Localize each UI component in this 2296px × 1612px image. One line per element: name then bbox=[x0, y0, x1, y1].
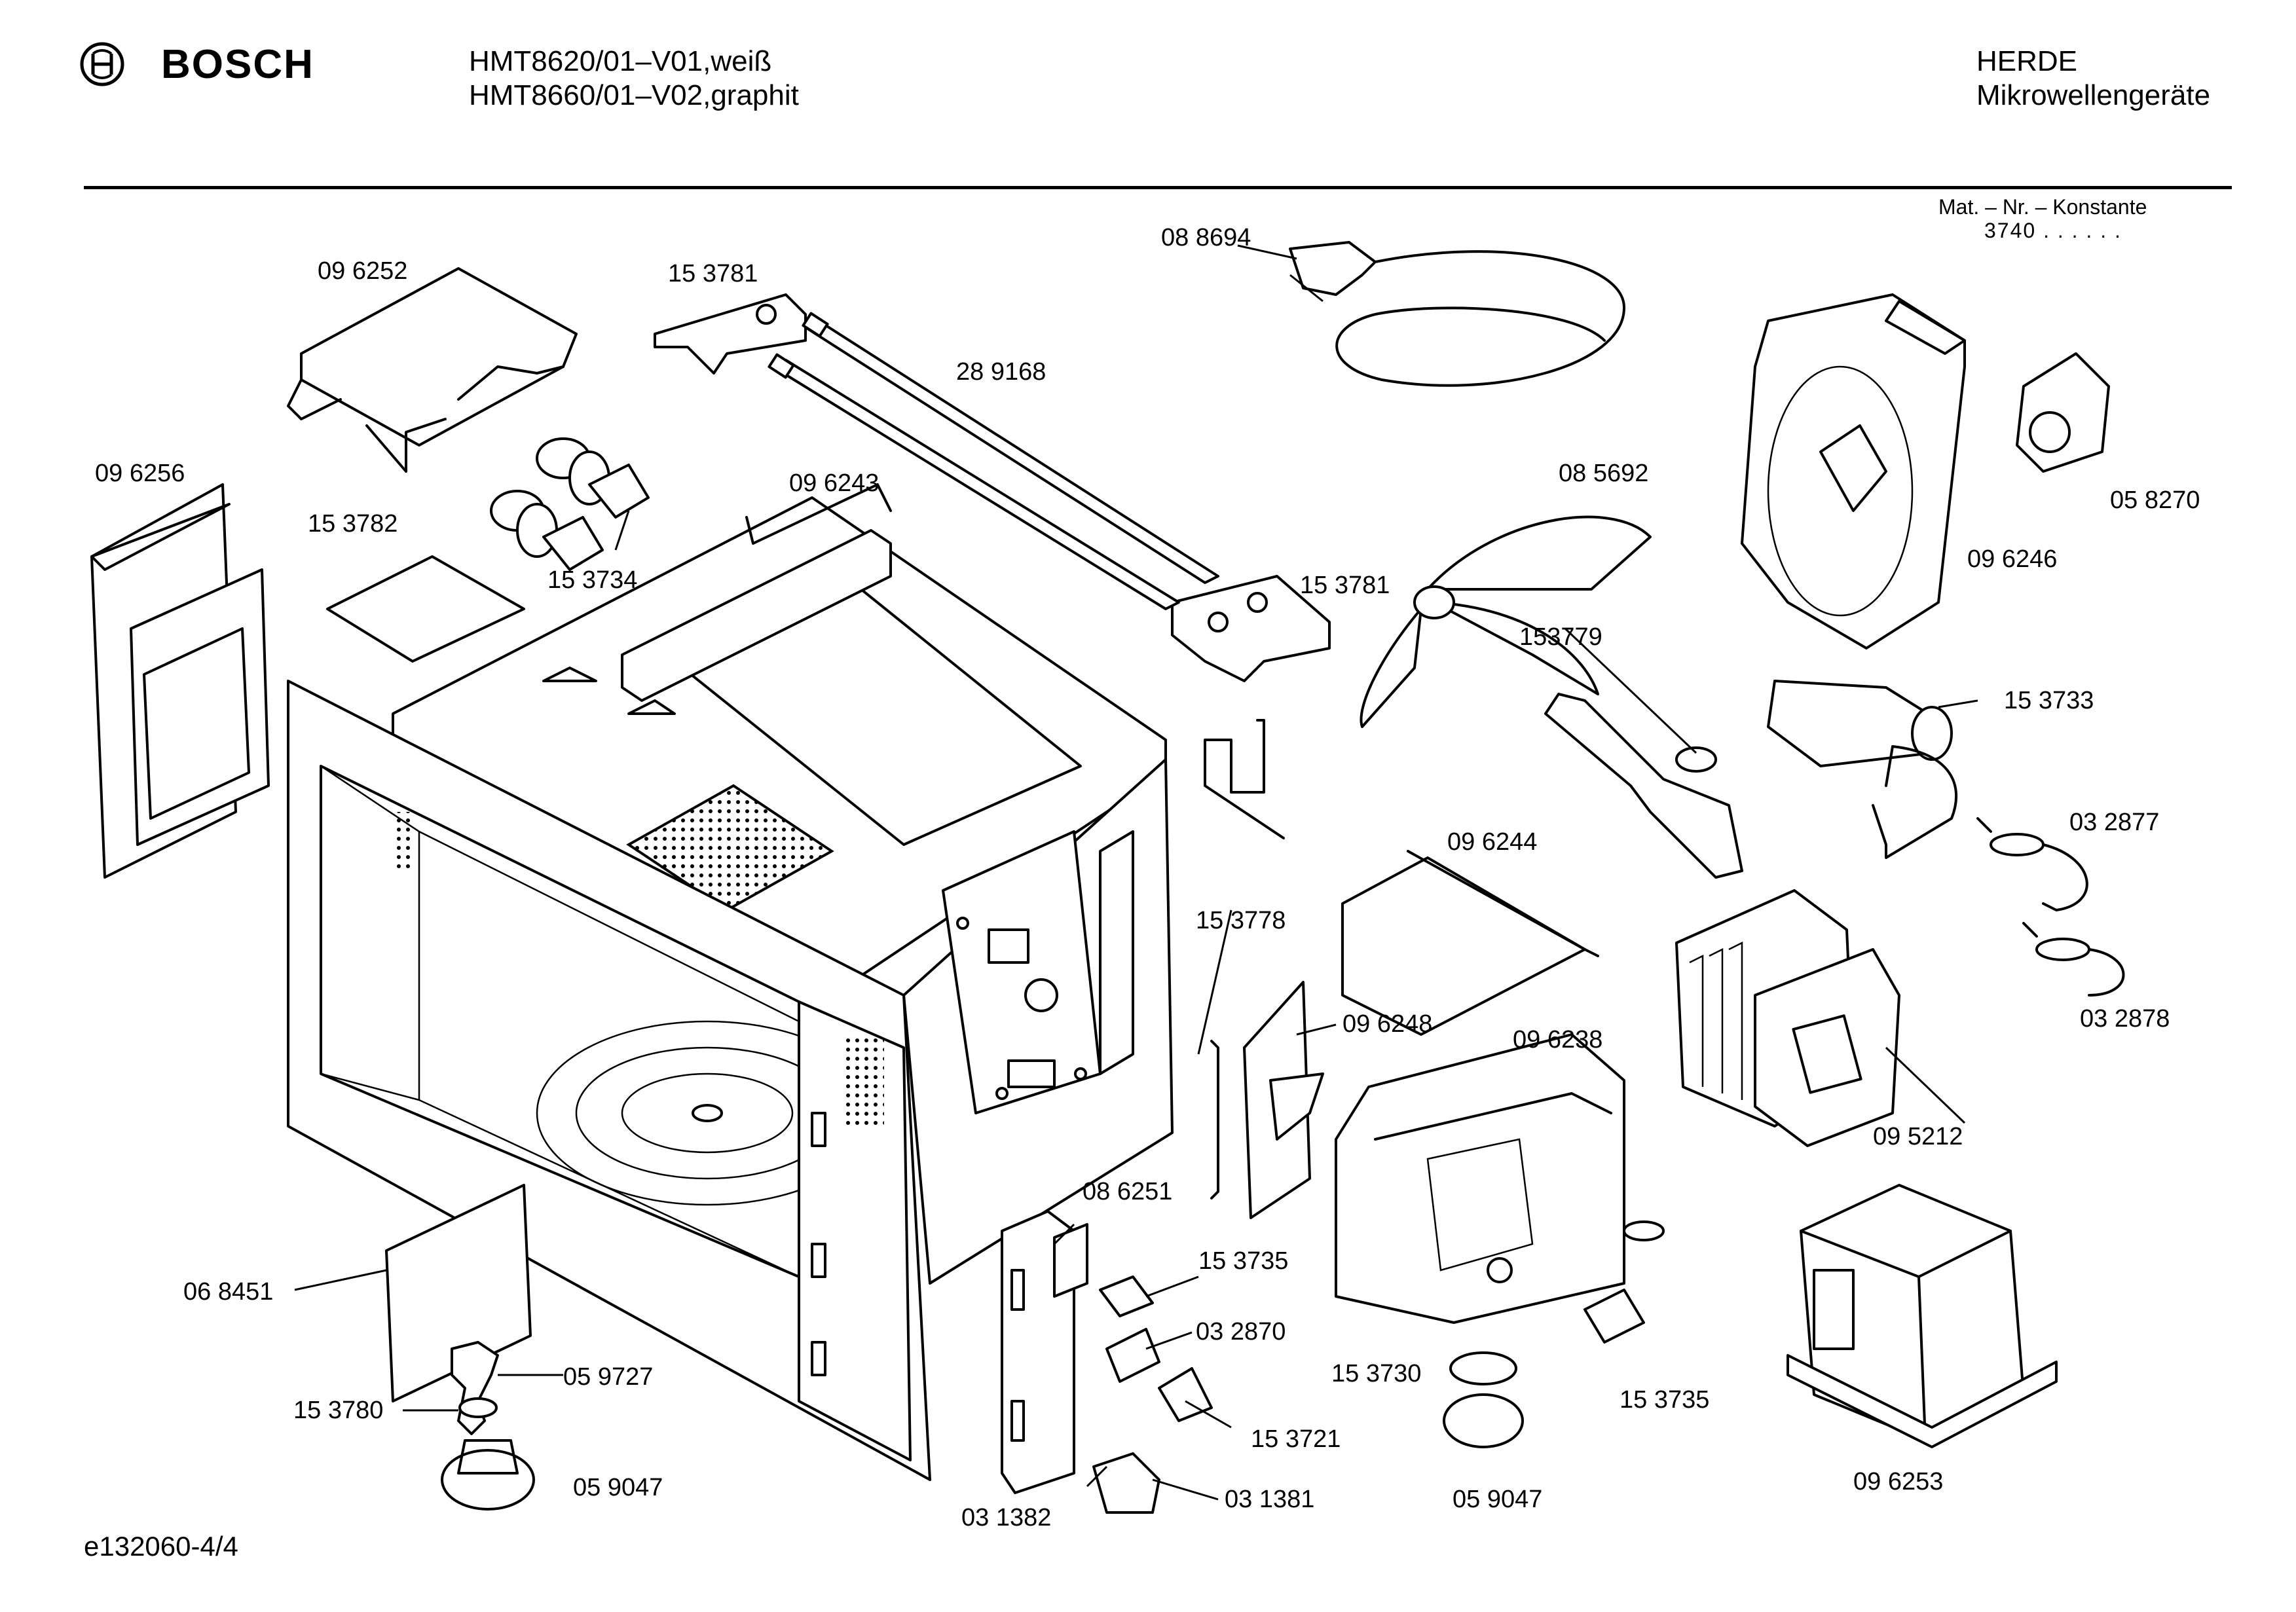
material-constant-value: 3740 . . . . . . bbox=[1984, 219, 2122, 242]
part-labels: 09 6252 15 3781 08 8694 28 9168 09 6256 … bbox=[95, 224, 2200, 1531]
label-096253: 09 6253 bbox=[1853, 1468, 1943, 1495]
part-153721-switch bbox=[1158, 1367, 1213, 1422]
label-153781-top: 15 3781 bbox=[668, 260, 758, 287]
part-068451-cover-plate bbox=[385, 1184, 532, 1402]
part-153733-capacitor bbox=[1767, 680, 1957, 859]
label-032877: 03 2877 bbox=[2069, 809, 2159, 836]
label-031381: 03 1381 bbox=[1225, 1486, 1314, 1513]
part-032870-switch bbox=[1105, 1328, 1160, 1383]
label-096244: 09 6244 bbox=[1447, 828, 1537, 856]
part-153734-lamps bbox=[490, 437, 650, 571]
label-153735-left: 15 3735 bbox=[1198, 1247, 1288, 1275]
part-cavity-bracket bbox=[1204, 719, 1285, 839]
label-153780: 15 3780 bbox=[293, 1397, 383, 1424]
part-059047b-motor bbox=[1443, 1351, 1524, 1448]
part-096256-side-cover bbox=[90, 483, 270, 879]
label-096248: 09 6248 bbox=[1342, 1010, 1432, 1038]
part-096253-transformer bbox=[1787, 1184, 2058, 1448]
label-059047-right: 05 9047 bbox=[1453, 1486, 1542, 1513]
label-153782: 15 3782 bbox=[308, 510, 398, 538]
part-059727-coupler bbox=[451, 1341, 499, 1435]
label-031382: 03 1382 bbox=[961, 1504, 1051, 1531]
label-153778: 15 3778 bbox=[1196, 907, 1286, 934]
label-059727: 05 9727 bbox=[563, 1363, 653, 1391]
part-153779-thermal-fuse bbox=[1544, 693, 1743, 879]
part-085692-fan-blade bbox=[1360, 515, 1652, 728]
part-096246-fan-housing bbox=[1741, 293, 1966, 650]
header-divider bbox=[84, 186, 2232, 189]
label-068451: 06 8451 bbox=[183, 1278, 273, 1306]
label-153781-bottom: 15 3781 bbox=[1300, 572, 1390, 599]
part-032878-switch bbox=[2022, 922, 2125, 997]
label-153735-right: 15 3735 bbox=[1620, 1386, 1709, 1414]
manufacturer-label: HERDE bbox=[1976, 45, 2078, 77]
part-096248-latch-holder bbox=[1243, 981, 1324, 1219]
part-153735b-switch bbox=[1583, 1289, 1645, 1344]
part-096252-bracket bbox=[287, 267, 578, 473]
document-id: e132060-4/4 bbox=[84, 1531, 238, 1562]
part-058270-fan-motor bbox=[2016, 352, 2110, 473]
label-153721: 15 3721 bbox=[1251, 1425, 1341, 1453]
part-153778-rod bbox=[1210, 1040, 1219, 1200]
part-153782-mica-cover bbox=[326, 555, 525, 663]
label-088694: 08 8694 bbox=[1161, 224, 1251, 251]
part-032877-switch bbox=[1976, 817, 2088, 911]
label-153730: 15 3730 bbox=[1331, 1360, 1421, 1387]
label-153734: 15 3734 bbox=[547, 566, 637, 594]
label-153733: 15 3733 bbox=[2004, 687, 2094, 714]
bosch-armature-logo-icon bbox=[80, 42, 124, 86]
part-289168-heater-rods bbox=[768, 312, 1219, 610]
label-096252: 09 6252 bbox=[318, 257, 407, 285]
brand-name: BOSCH bbox=[161, 41, 314, 87]
label-032878: 03 2878 bbox=[2080, 1005, 2170, 1033]
category-label: Mikrowellengeräte bbox=[1976, 79, 2211, 111]
part-095212-magnetron bbox=[1675, 889, 1900, 1147]
label-086251: 08 6251 bbox=[1083, 1178, 1172, 1205]
label-289168: 28 9168 bbox=[956, 358, 1046, 386]
oven-housing bbox=[287, 496, 1174, 1481]
material-constant-label: Mat. – Nr. – Konstante bbox=[1938, 195, 2147, 219]
label-096256: 09 6256 bbox=[95, 460, 185, 487]
label-153779: 153779 bbox=[1519, 623, 1602, 651]
leader-lines bbox=[294, 244, 1978, 1501]
label-032870: 03 2870 bbox=[1196, 1318, 1286, 1346]
part-153735a-switch bbox=[1099, 1275, 1154, 1317]
part-153781-holder-top bbox=[654, 293, 807, 375]
part-031381-lever bbox=[1092, 1452, 1160, 1514]
label-096243: 09 6243 bbox=[789, 469, 879, 497]
label-095212: 09 5212 bbox=[1873, 1123, 1963, 1150]
part-059047a-turntable-motor bbox=[441, 1439, 535, 1511]
brand-block: BOSCH bbox=[79, 41, 314, 88]
part-096238-bracket bbox=[1335, 1033, 1625, 1324]
label-096246: 09 6246 bbox=[1967, 545, 2057, 573]
label-096238: 09 6238 bbox=[1513, 1026, 1602, 1053]
part-088694-mains-cable bbox=[1289, 241, 1625, 387]
model-line-2: HMT8660/01–V02,graphit bbox=[469, 79, 799, 111]
part-153781-holder-bottom bbox=[1171, 575, 1331, 682]
part-096243-rail bbox=[621, 483, 892, 702]
part-086251-switch-holder bbox=[1001, 1210, 1088, 1494]
label-085692: 08 5692 bbox=[1559, 460, 1648, 487]
part-096244-plate bbox=[1341, 850, 1599, 1036]
model-line-1: HMT8620/01–V01,weiß bbox=[469, 45, 772, 77]
label-059047-left: 05 9047 bbox=[573, 1474, 663, 1501]
part-small-fuse bbox=[1623, 1220, 1665, 1241]
label-058270: 05 8270 bbox=[2110, 486, 2200, 514]
